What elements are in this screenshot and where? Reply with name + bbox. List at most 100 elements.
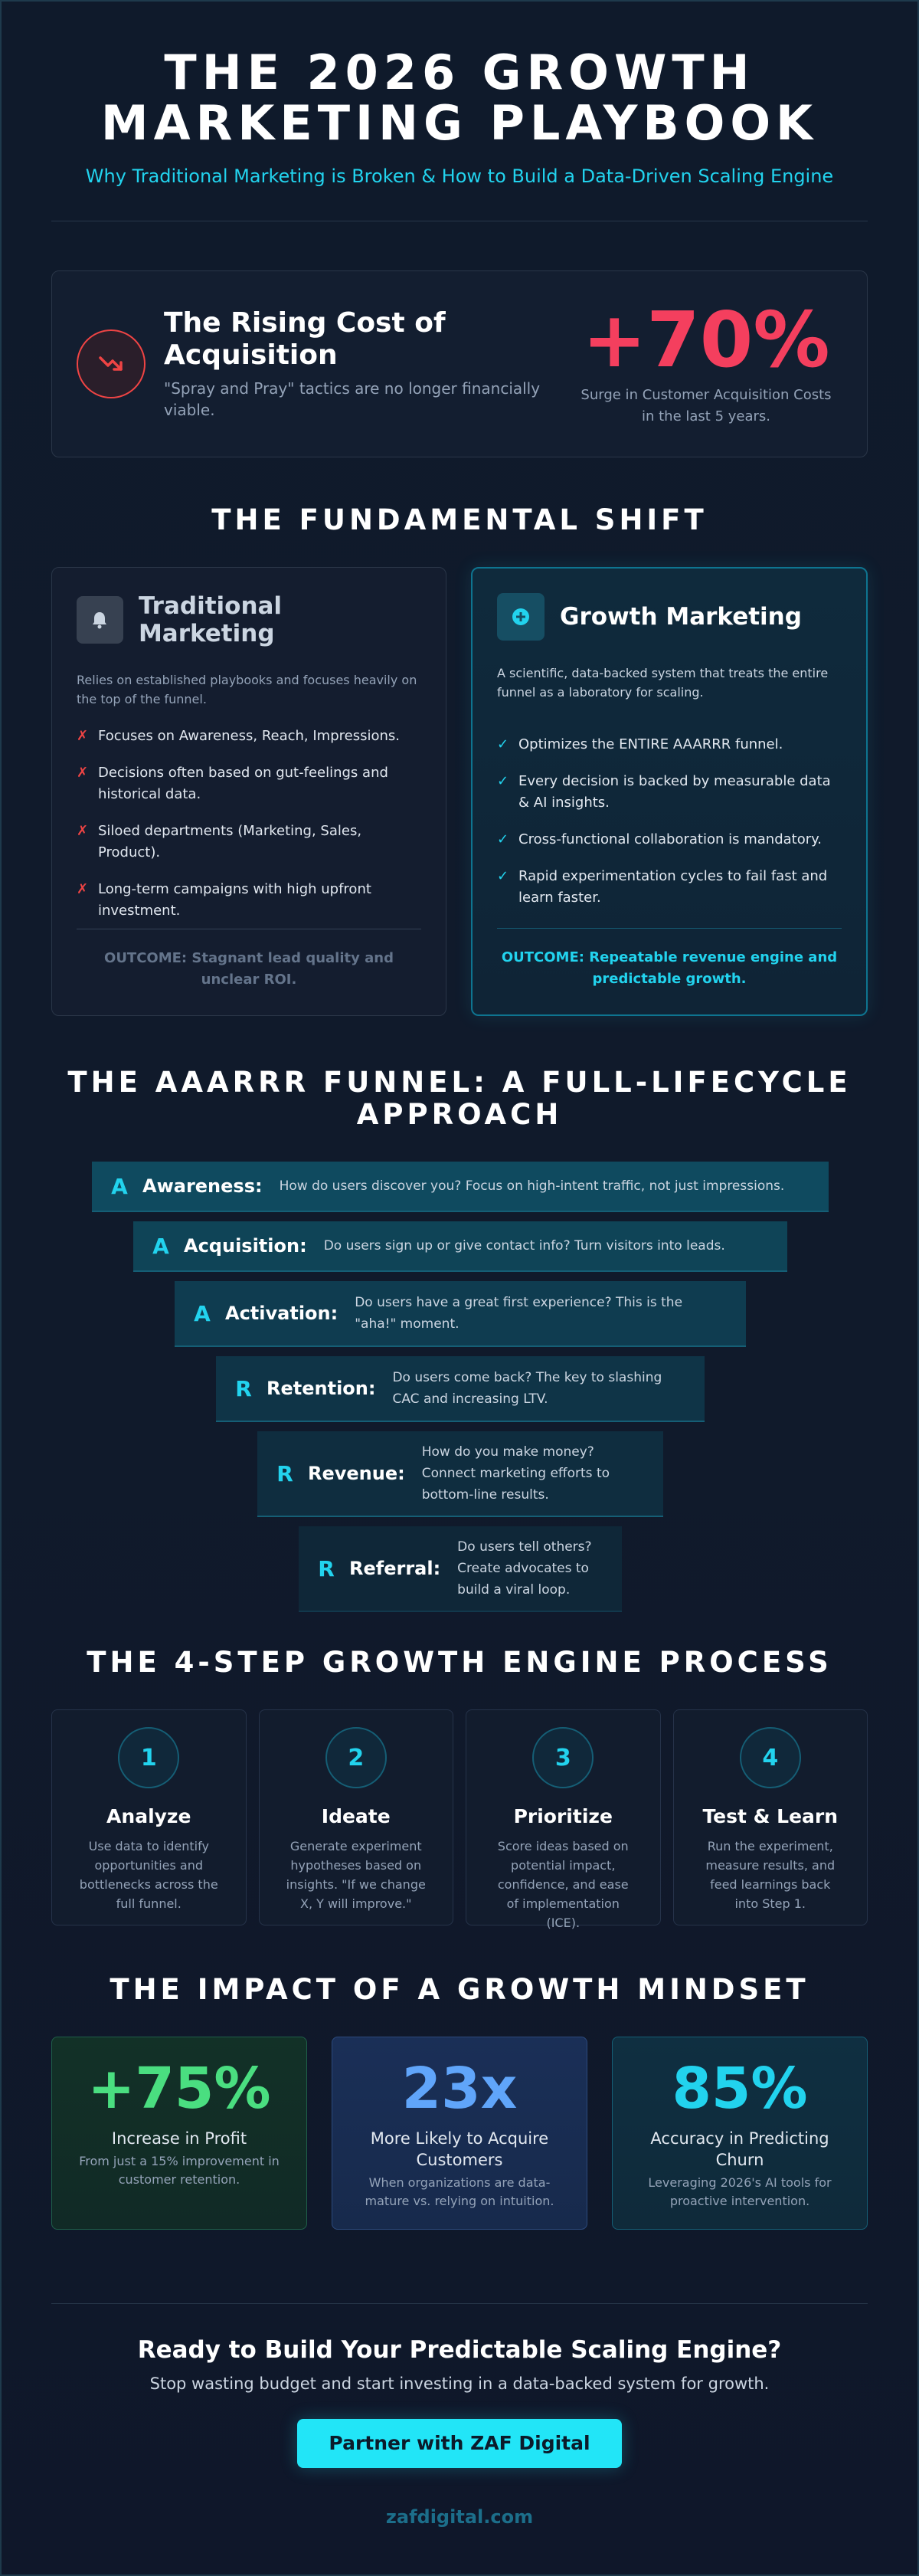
bullet-list: ✓Optimizes the ENTIRE AAARRR funnel. ✓Ev…: [497, 734, 842, 909]
cost-text: The Rising Cost of Acquisition "Spray an…: [164, 307, 576, 421]
cost-caption-line-2: in the last 5 years.: [641, 408, 770, 424]
shift-section-title: THE FUNDAMENTAL SHIFT: [211, 503, 708, 536]
divider: [51, 2303, 868, 2304]
card-description: A scientific, data-backed system that tr…: [497, 666, 829, 700]
steps-section-title: THE 4-STEP GROWTH ENGINE PROCESS: [87, 1646, 832, 1679]
page-title: THE 2026 GROWTH MARKETING PLAYBOOK: [2, 48, 917, 149]
step-number: 4: [739, 1727, 801, 1788]
step-number: 2: [325, 1727, 387, 1788]
shift-comparison: Traditional Marketing Relies on establis…: [51, 567, 868, 1016]
check-icon: ✓: [497, 736, 509, 752]
traditional-marketing-card: Traditional Marketing Relies on establis…: [51, 567, 446, 1016]
impact-subtext: Leveraging 2026's AI tools for proactive…: [648, 2175, 832, 2208]
funnel-stage-desc: Do users come back? The key to slashing …: [392, 1370, 662, 1407]
impact-subtext: From just a 15% improvement in customer …: [79, 2154, 280, 2187]
funnel-stage-name: Referral:: [349, 1558, 441, 1579]
impact-card-churn: 85% Accuracy in Predicting Churn Leverag…: [612, 2037, 868, 2230]
funnel-stage-letter: A: [194, 1300, 211, 1326]
funnel-stage-name: Awareness:: [142, 1175, 263, 1197]
funnel-stage: A Acquisition: Do users sign up or give …: [133, 1221, 787, 1272]
step-number: 3: [532, 1727, 594, 1788]
cost-description: "Spray and Pray" tactics are no longer f…: [164, 379, 541, 419]
step-title: Test & Learn: [702, 1805, 839, 1827]
card-outcome: OUTCOME: Stagnant lead quality and uncle…: [77, 929, 421, 991]
funnel-section-title: THE AAARRR FUNNEL: A FULL-LIFECYCLE APPR…: [2, 1067, 917, 1131]
impact-card-profit: +75% Increase in Profit From just a 15% …: [51, 2037, 307, 2230]
funnel-stage-desc: Do users tell others? Create advocates t…: [457, 1539, 592, 1598]
funnel-stage-name: Activation:: [225, 1303, 338, 1324]
funnel-stage-letter: R: [318, 1555, 335, 1581]
card-header: Growth Marketing: [497, 593, 842, 641]
bullet-list: ✗Focuses on Awareness, Reach, Impression…: [77, 726, 421, 922]
impact-stat: 23x: [401, 2056, 518, 2122]
cost-caption-line-1: Surge in Customer Acquisition Costs: [581, 387, 832, 403]
trending-down-icon: [77, 329, 146, 398]
funnel-stage-name: Retention:: [267, 1378, 376, 1399]
funnel-stage: R Referral: Do users tell others? Create…: [299, 1526, 622, 1612]
impact-subtext: When organizations are data-mature vs. r…: [365, 2175, 554, 2208]
list-item: ✓Optimizes the ENTIRE AAARRR funnel.: [497, 734, 842, 755]
growth-marketing-card: Growth Marketing A scientific, data-back…: [471, 567, 868, 1016]
step-description: Score ideas based on potential impact, c…: [497, 1839, 629, 1930]
funnel-stage-desc: Do users sign up or give contact info? T…: [323, 1238, 725, 1254]
list-item: ✗Long-term campaigns with high upfront i…: [77, 879, 421, 922]
funnel-title-line-1: THE AAARRR FUNNEL: A FULL-LIFECYCLE: [67, 1066, 852, 1099]
check-icon: ✓: [497, 868, 509, 884]
impact-label: Increase in Profit: [111, 2129, 247, 2148]
website-link[interactable]: zafdigital.com: [385, 2506, 534, 2528]
bell-icon: [77, 596, 123, 644]
cost-stat-number: +70%: [582, 295, 830, 385]
funnel-stage-letter: R: [276, 1460, 293, 1486]
step-description: Use data to identify opportunities and b…: [79, 1839, 218, 1911]
aaarrr-funnel: A Awareness: How do users discover you? …: [2, 1162, 917, 1614]
funnel-stage-letter: A: [152, 1233, 169, 1259]
header: THE 2026 GROWTH MARKETING PLAYBOOK Why T…: [2, 2, 917, 188]
step-description: Run the experiment, measure results, and…: [705, 1839, 836, 1911]
list-item: ✓Rapid experimentation cycles to fail fa…: [497, 866, 842, 909]
plus-circle-icon: [497, 593, 545, 641]
funnel-stage: R Retention: Do users come back? The key…: [216, 1356, 705, 1422]
check-icon: ✓: [497, 773, 509, 789]
funnel-stage-desc: Do users have a great first experience? …: [355, 1295, 683, 1332]
x-mark-icon: ✗: [77, 881, 89, 897]
step-card: 3 Prioritize Score ideas based on potent…: [466, 1709, 661, 1930]
funnel-stage: A Awareness: How do users discover you? …: [92, 1162, 829, 1212]
cost-stat-caption: Surge in Customer Acquisition Costs in t…: [576, 385, 836, 428]
funnel-stage-name: Revenue:: [308, 1463, 405, 1484]
title-line-2: MARKETING PLAYBOOK: [100, 95, 819, 151]
list-item: ✗Siloed departments (Marketing, Sales, P…: [77, 821, 421, 864]
step-card: 2 Ideate Generate experiment hypotheses …: [258, 1709, 453, 1925]
funnel-stage-desc: How do you make money? Connect marketing…: [421, 1444, 610, 1503]
x-mark-icon: ✗: [77, 765, 89, 781]
impact-label: More Likely to Acquire Customers: [370, 2129, 549, 2169]
impact-label: Accuracy in Predicting Churn: [650, 2129, 829, 2169]
cta-title: Ready to Build Your Predictable Scaling …: [137, 2336, 782, 2364]
card-description: Relies on established playbooks and focu…: [77, 673, 417, 706]
page-subtitle: Why Traditional Marketing is Broken & Ho…: [85, 166, 834, 187]
cta-subtitle: Stop wasting budget and start investing …: [149, 2374, 770, 2393]
funnel-stage-letter: R: [235, 1375, 252, 1401]
partner-button[interactable]: Partner with ZAF Digital: [297, 2419, 622, 2468]
step-title: Ideate: [321, 1805, 391, 1827]
growth-engine-steps: 1 Analyze Use data to identify opportuni…: [51, 1709, 868, 1930]
list-item: ✗Focuses on Awareness, Reach, Impression…: [77, 726, 421, 747]
funnel-stage: A Activation: Do users have a great firs…: [175, 1281, 746, 1347]
cost-stat: +70% Surge in Customer Acquisition Costs…: [576, 300, 836, 428]
step-card: 4 Test & Learn Run the experiment, measu…: [672, 1709, 868, 1925]
list-item: ✓Cross-functional collaboration is manda…: [497, 829, 842, 850]
card-title: Traditional Marketing: [138, 592, 283, 647]
step-title: Analyze: [106, 1805, 191, 1827]
step-number: 1: [118, 1727, 180, 1788]
call-to-action: Ready to Build Your Predictable Scaling …: [2, 2336, 917, 2528]
funnel-stage-desc: How do users discover you? Focus on high…: [279, 1178, 785, 1194]
card-header: Traditional Marketing: [77, 592, 421, 647]
impact-stats: +75% Increase in Profit From just a 15% …: [51, 2037, 868, 2230]
step-description: Generate experiment hypotheses based on …: [286, 1839, 426, 1911]
card-outcome: OUTCOME: Repeatable revenue engine and p…: [497, 928, 842, 990]
cost-title: The Rising Cost of Acquisition: [164, 307, 446, 371]
title-line-1: THE 2026 GROWTH: [164, 44, 755, 100]
step-title: Prioritize: [513, 1805, 613, 1827]
funnel-stage-letter: A: [111, 1173, 128, 1199]
impact-stat: +75%: [87, 2056, 271, 2122]
impact-stat: 85%: [672, 2056, 808, 2122]
